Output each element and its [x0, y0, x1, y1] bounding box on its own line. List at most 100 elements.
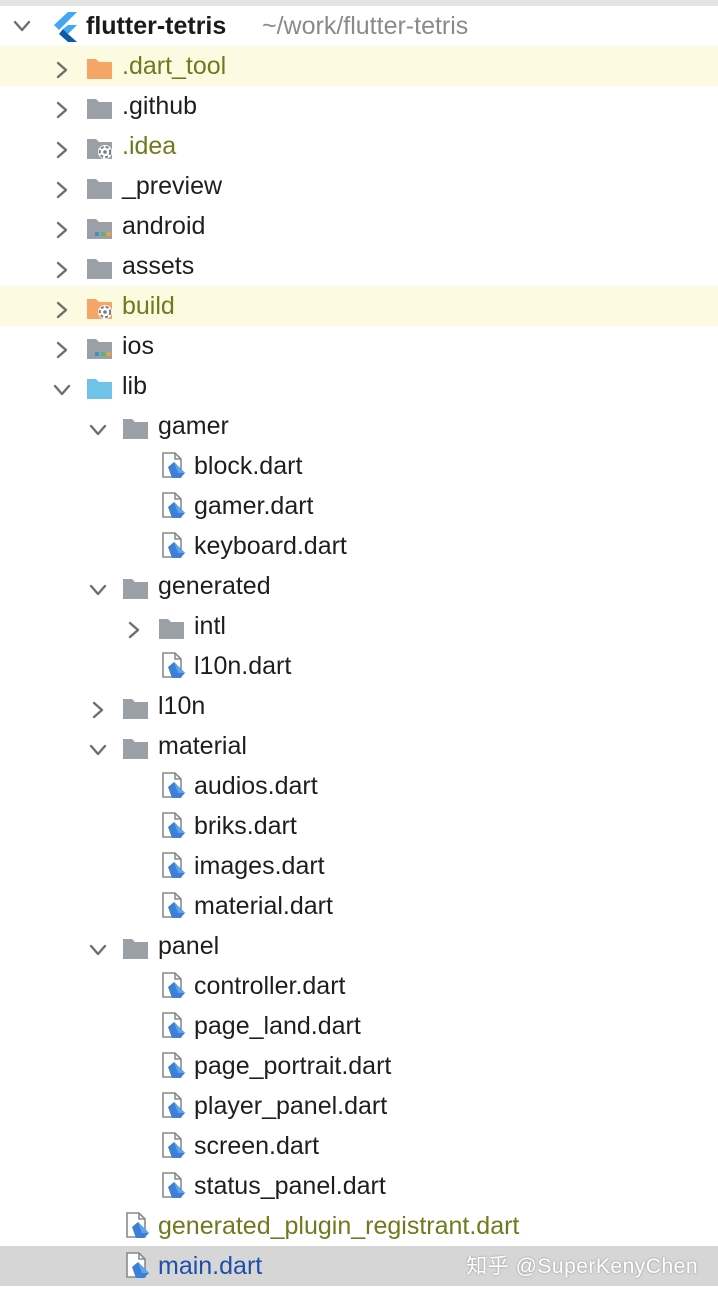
- project-root-row[interactable]: flutter-tetris ~/work/flutter-tetris: [0, 6, 718, 46]
- orange-folder-icon: [86, 53, 114, 93]
- folder-icon: [122, 693, 150, 733]
- project-name: flutter-tetris: [86, 12, 227, 40]
- dart-file-icon: [160, 811, 188, 853]
- tree-item-l10n-dart[interactable]: l10n.dart: [0, 646, 718, 686]
- chevron-right-icon[interactable]: [122, 614, 146, 639]
- tree-item-ios[interactable]: ios: [0, 326, 718, 366]
- chevron-down-icon[interactable]: [86, 414, 110, 438]
- tree-item-screen-dart[interactable]: screen.dart: [0, 1126, 718, 1166]
- tree-item-main-dart[interactable]: main.dart: [0, 1246, 718, 1286]
- tree-item-keyboard-dart[interactable]: keyboard.dart: [0, 526, 718, 566]
- tree-item-gamer[interactable]: gamer: [0, 406, 718, 446]
- tree-item-controller-dart[interactable]: controller.dart: [0, 966, 718, 1006]
- chevron-right-icon[interactable]: [50, 174, 74, 199]
- tree-item-label: .idea: [122, 132, 177, 160]
- folder-icon: [122, 733, 150, 773]
- chevron-right-icon[interactable]: [50, 294, 74, 319]
- tree-item-dart-tool[interactable]: .dart_tool: [0, 46, 718, 86]
- chevron-right-icon[interactable]: [86, 694, 110, 719]
- project-tree: flutter-tetris ~/work/flutter-tetris .da…: [0, 6, 718, 1286]
- dart-file-icon: [160, 651, 188, 693]
- dart-file-icon: [160, 1051, 188, 1093]
- folder-icon: [86, 93, 114, 133]
- tree-item-intl[interactable]: intl: [0, 606, 718, 646]
- tree-item-images-dart[interactable]: images.dart: [0, 846, 718, 886]
- chevron-down-icon[interactable]: [86, 734, 110, 758]
- tree-item-generated-plugin-registrant-dart[interactable]: generated_plugin_registrant.dart: [0, 1206, 718, 1246]
- dart-file-icon: [160, 491, 188, 533]
- dart-file-icon: [160, 531, 188, 573]
- chevron-down-icon[interactable]: [10, 14, 34, 38]
- dart-file-icon: [124, 1211, 152, 1253]
- tree-item-label: panel: [158, 932, 220, 960]
- folder-icon: [86, 173, 114, 213]
- tree-item-gamer-dart[interactable]: gamer.dart: [0, 486, 718, 526]
- tree-item-label: generated: [158, 572, 271, 600]
- project-path: ~/work/flutter-tetris: [262, 12, 469, 40]
- tree-item-status-panel-dart[interactable]: status_panel.dart: [0, 1166, 718, 1206]
- tree-item-label: material.dart: [194, 892, 333, 920]
- dart-file-icon: [160, 771, 188, 813]
- tree-item-generated[interactable]: generated: [0, 566, 718, 606]
- dart-file-icon: [160, 451, 188, 493]
- watermark: 知乎 @SuperKenyChen: [466, 1255, 698, 1278]
- source-folder-icon: [86, 373, 114, 413]
- chevron-right-icon[interactable]: [50, 214, 74, 239]
- chevron-down-icon[interactable]: [86, 574, 110, 598]
- tree-item-label: lib: [122, 372, 148, 400]
- tree-item-material[interactable]: material: [0, 726, 718, 766]
- tree-item-label: keyboard.dart: [194, 532, 347, 560]
- tree-item-label: page_portrait.dart: [194, 1052, 392, 1080]
- tree-item-label: material: [158, 732, 247, 760]
- chevron-right-icon[interactable]: [50, 134, 74, 159]
- tree-item-label: .dart_tool: [122, 52, 227, 80]
- tree-item-label: l10n: [158, 692, 206, 720]
- dart-file-icon: [160, 891, 188, 933]
- tree-item-block-dart[interactable]: block.dart: [0, 446, 718, 486]
- excluded-folder-icon: [86, 293, 114, 333]
- tree-item-label: audios.dart: [194, 772, 318, 800]
- module-folder-icon: [86, 333, 114, 373]
- tree-item-audios-dart[interactable]: audios.dart: [0, 766, 718, 806]
- tree-item-l10n[interactable]: l10n: [0, 686, 718, 726]
- tree-item-label: player_panel.dart: [194, 1092, 388, 1120]
- dart-file-icon: [160, 1171, 188, 1213]
- chevron-down-icon[interactable]: [50, 374, 74, 398]
- tree-item-label: screen.dart: [194, 1132, 320, 1160]
- tree-item-material-dart[interactable]: material.dart: [0, 886, 718, 926]
- tree-item-panel[interactable]: panel: [0, 926, 718, 966]
- tree-item-page-land-dart[interactable]: page_land.dart: [0, 1006, 718, 1046]
- folder-icon: [86, 253, 114, 293]
- tree-item-label: assets: [122, 252, 195, 280]
- module-folder-icon: [86, 213, 114, 253]
- chevron-right-icon[interactable]: [50, 94, 74, 119]
- folder-icon: [122, 573, 150, 613]
- tree-item-label: status_panel.dart: [194, 1172, 386, 1200]
- dart-file-icon: [160, 851, 188, 893]
- tree-item-label: ios: [122, 332, 154, 360]
- tree-item-label: controller.dart: [194, 972, 346, 1000]
- tree-item-label: l10n.dart: [194, 652, 292, 680]
- chevron-down-icon[interactable]: [86, 934, 110, 958]
- tree-item-label: briks.dart: [194, 812, 297, 840]
- tree-item-page-portrait-dart[interactable]: page_portrait.dart: [0, 1046, 718, 1086]
- tree-item-label: gamer.dart: [194, 492, 314, 520]
- tree-item-build[interactable]: build: [0, 286, 718, 326]
- tree-item-player-panel-dart[interactable]: player_panel.dart: [0, 1086, 718, 1126]
- tree-item-android[interactable]: android: [0, 206, 718, 246]
- chevron-right-icon[interactable]: [50, 54, 74, 79]
- tree-item-briks-dart[interactable]: briks.dart: [0, 806, 718, 846]
- tree-item-assets[interactable]: assets: [0, 246, 718, 286]
- tree-item-lib[interactable]: lib: [0, 366, 718, 406]
- chevron-right-icon[interactable]: [50, 334, 74, 359]
- tree-item-idea[interactable]: .idea: [0, 126, 718, 166]
- flutter-logo-icon: [54, 12, 77, 42]
- tree-item-preview[interactable]: _preview: [0, 166, 718, 206]
- folder-icon: [122, 933, 150, 973]
- folder-icon: [122, 413, 150, 453]
- tree-item-label: _preview: [122, 172, 223, 200]
- chevron-right-icon[interactable]: [50, 254, 74, 279]
- tree-item-label: gamer: [158, 412, 229, 440]
- tree-item-github[interactable]: .github: [0, 86, 718, 126]
- tree-item-label: images.dart: [194, 852, 325, 880]
